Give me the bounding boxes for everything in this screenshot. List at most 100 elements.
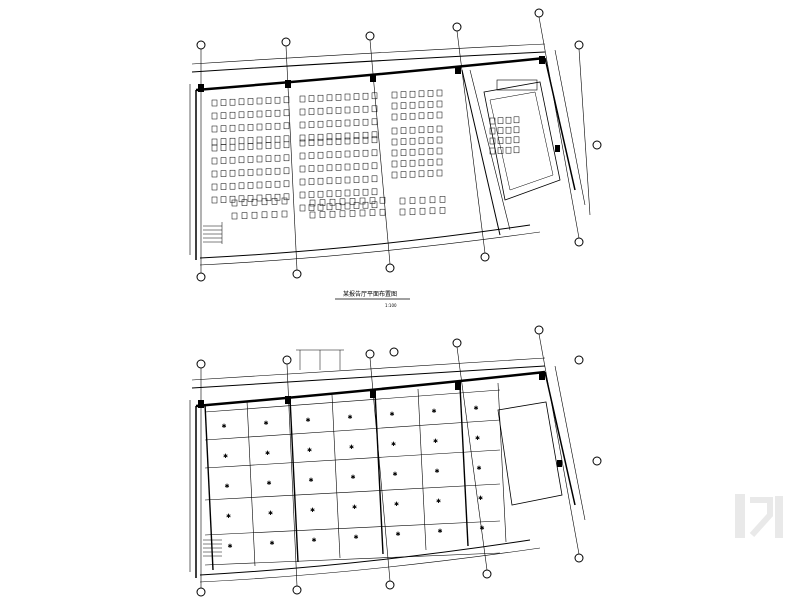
seat — [497, 127, 504, 134]
seat — [256, 123, 263, 131]
seat — [317, 138, 324, 146]
seat — [281, 197, 288, 205]
seat — [274, 135, 281, 143]
seat — [265, 142, 272, 149]
seat — [299, 204, 306, 212]
seat — [220, 144, 227, 151]
seat — [261, 198, 268, 206]
seat — [362, 188, 369, 196]
seat — [391, 127, 398, 135]
seat — [359, 197, 366, 205]
seat — [229, 195, 236, 203]
seat — [505, 146, 512, 154]
seat — [497, 117, 504, 124]
light-fixture-icon: ✱ — [310, 507, 315, 514]
seat — [489, 117, 496, 125]
seat — [362, 149, 369, 157]
axis-bubble — [365, 349, 375, 359]
light-fixture-icon: ✱ — [311, 537, 316, 544]
light-fixture-icon: ✱ — [305, 417, 310, 424]
axis-bubble — [292, 585, 302, 595]
seat — [339, 210, 346, 218]
seat — [299, 95, 306, 103]
seat — [362, 201, 369, 209]
axis-bubble — [385, 580, 395, 590]
seat — [283, 96, 290, 104]
seat — [335, 94, 342, 101]
light-fixture-icon: ✱ — [395, 531, 400, 538]
seat — [379, 196, 386, 204]
seat — [353, 106, 360, 113]
seat — [247, 156, 254, 163]
seat — [427, 159, 434, 166]
seat — [283, 154, 290, 162]
seat — [309, 211, 316, 219]
seat — [211, 144, 218, 152]
seat — [353, 119, 360, 126]
seat — [317, 151, 324, 159]
seat — [418, 101, 425, 109]
seat — [391, 91, 398, 99]
seat — [409, 148, 416, 156]
light-fixture-icon: ✱ — [226, 513, 231, 520]
light-fixture-icon: ✱ — [391, 441, 396, 448]
light-fixture-icon: ✱ — [227, 543, 232, 550]
seat — [513, 146, 520, 154]
seat — [326, 190, 333, 198]
seat — [229, 143, 236, 151]
seat — [427, 112, 434, 119]
seat — [274, 109, 281, 117]
seat — [335, 177, 342, 184]
seat — [317, 133, 324, 141]
seat — [308, 204, 315, 211]
seat — [265, 136, 272, 143]
seat — [274, 122, 281, 130]
axis-bubble — [196, 359, 206, 369]
seat — [497, 137, 504, 144]
seat — [256, 181, 263, 189]
seating-plan: 某报告厅平面布置图 1:100 — [189, 8, 602, 308]
seat — [418, 148, 425, 156]
seat — [229, 124, 236, 132]
seat — [439, 207, 446, 214]
ceiling-plan: ✱✱✱✱✱✱✱✱✱✱✱✱✱✱✱✱✱✱✱✱✱✱✱✱✱✱✱✱✱✱✱✱✱✱✱ — [189, 325, 602, 597]
seat — [371, 201, 378, 209]
seat — [299, 165, 306, 173]
light-fixture-icon: ✱ — [268, 510, 273, 517]
seat — [344, 119, 351, 127]
seat — [409, 112, 416, 120]
seat — [256, 194, 263, 202]
light-fixture-icon: ✱ — [476, 465, 481, 472]
axis-bubble — [385, 263, 395, 273]
seat — [274, 167, 281, 175]
seat — [229, 169, 236, 177]
seat — [211, 183, 218, 191]
seat — [362, 162, 369, 170]
seat — [247, 137, 254, 144]
seat — [247, 124, 254, 131]
seat — [247, 143, 254, 150]
light-fixture-icon: ✱ — [353, 534, 358, 541]
seat — [299, 152, 306, 160]
seat — [317, 120, 324, 128]
axis-bubbles-top — [196, 8, 602, 282]
seat — [271, 211, 278, 218]
light-fixture-icon: ✱ — [349, 444, 354, 451]
light-fixture-icon: ✱ — [431, 408, 436, 415]
seat — [409, 126, 416, 134]
seat — [317, 190, 324, 198]
seat — [409, 101, 416, 109]
light-fixture-icon: ✱ — [433, 438, 438, 445]
seat — [309, 199, 316, 207]
seat — [418, 159, 425, 167]
seat — [359, 209, 366, 217]
ceiling-grid-line — [417, 388, 427, 551]
seat — [308, 165, 315, 172]
seat — [371, 175, 378, 183]
seat — [283, 180, 290, 188]
seat — [371, 118, 378, 126]
seat — [317, 164, 324, 172]
seat — [335, 164, 342, 171]
